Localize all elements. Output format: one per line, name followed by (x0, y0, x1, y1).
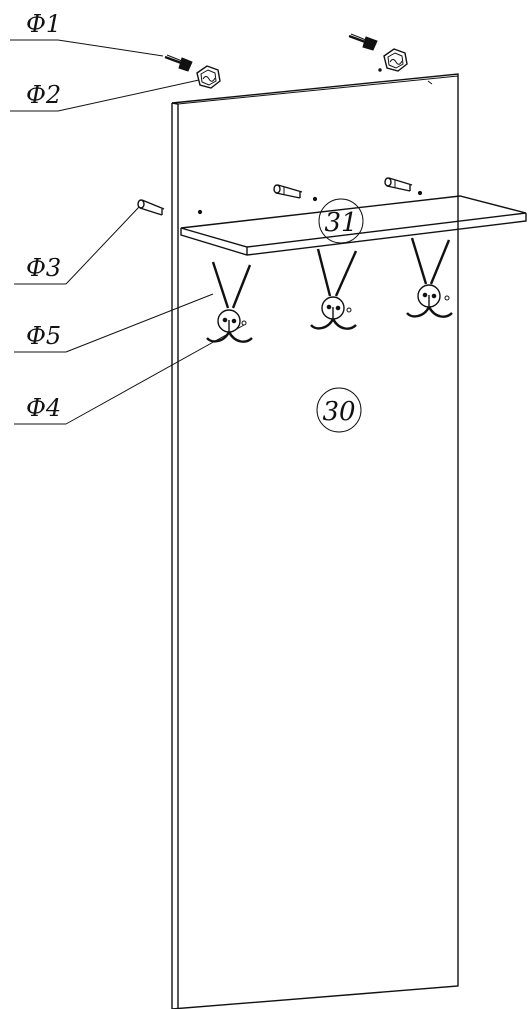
callout-f2-label: Ф2 (26, 81, 61, 109)
callout-f5: Ф5 (14, 293, 214, 353)
hook-icon (406, 237, 453, 318)
callout-f1: Ф1 (10, 10, 164, 57)
screw-icon (348, 33, 378, 51)
callout-f2: Ф2 (10, 79, 200, 112)
dowel-icon (273, 184, 303, 199)
part-number-panel: 30 (322, 397, 355, 427)
callout-f4: Ф4 (14, 324, 245, 425)
callout-f1-label: Ф1 (26, 10, 61, 38)
callout-f5-label: Ф5 (26, 322, 61, 350)
nut-icon (196, 65, 221, 89)
screw-icon (164, 54, 193, 72)
dowel-icon (137, 199, 165, 216)
part-label-panel: 30 (316, 387, 362, 433)
nut-icon (383, 48, 408, 72)
part-number-shelf: 31 (324, 208, 357, 238)
dowel-icon (384, 177, 413, 192)
callout-f3: Ф3 (14, 206, 140, 285)
part-label-shelf: 31 (318, 198, 364, 244)
hook-icon (310, 248, 358, 330)
callout-f3-label: Ф3 (26, 254, 61, 282)
shelf (180, 195, 527, 256)
callout-f4-label: Ф4 (26, 394, 61, 422)
hook-icon (206, 261, 253, 343)
wall-panel (171, 73, 459, 1009)
